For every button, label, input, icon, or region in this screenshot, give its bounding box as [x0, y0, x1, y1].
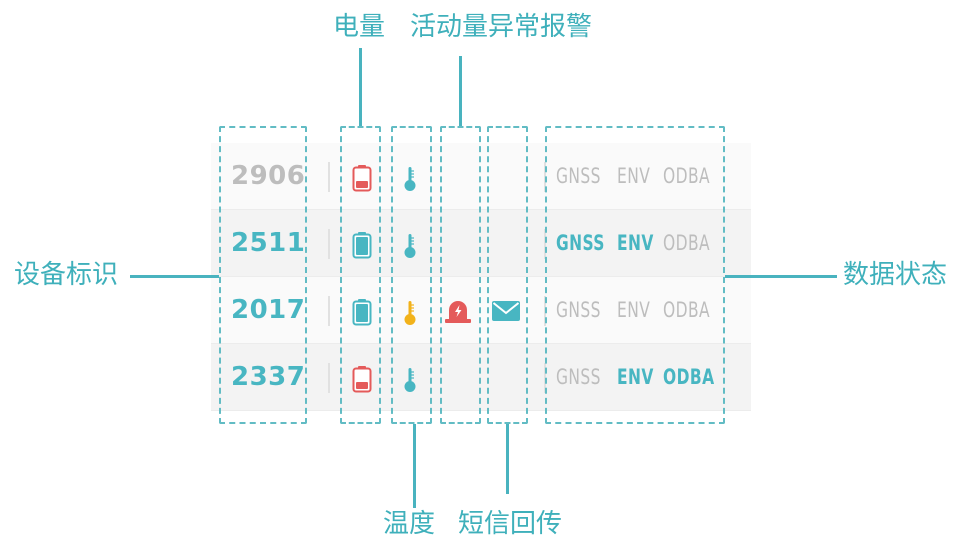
divider	[328, 363, 330, 393]
temperature-column-box	[391, 126, 432, 424]
temperature-label: 温度	[383, 509, 436, 539]
divider	[328, 296, 330, 326]
thermometer-icon	[404, 234, 416, 258]
data-status-label: 数据状态	[843, 260, 948, 290]
battery-leader-line	[359, 48, 362, 126]
divider	[328, 229, 330, 259]
tag-env: ENV	[617, 298, 651, 322]
battery-label: 电量	[333, 12, 386, 42]
tag-gnss: GNSS	[556, 365, 601, 389]
device-id-label: 设备标识	[14, 260, 119, 290]
device-table: 2906 GNSS ENV ODBA 2511	[211, 143, 751, 411]
tag-odba: ODBA	[663, 164, 710, 188]
tag-odba: ODBA	[663, 365, 715, 389]
temperature-leader-line	[413, 424, 416, 508]
mail-icon[interactable]	[492, 301, 520, 321]
alarm-column-box	[440, 126, 481, 424]
device-id: 2017	[231, 295, 306, 325]
data-status-leader-line	[725, 275, 837, 278]
battery-full-icon	[352, 299, 372, 326]
table-row[interactable]: 2511 GNSS ENV ODBA	[211, 210, 751, 277]
tag-odba: ODBA	[663, 298, 710, 322]
thermometer-icon	[404, 167, 416, 191]
thermometer-icon	[404, 368, 416, 392]
data-status-column-box	[545, 126, 725, 424]
tag-odba: ODBA	[663, 231, 710, 255]
battery-low-icon	[352, 165, 372, 192]
battery-low-icon	[352, 366, 372, 393]
tag-env: ENV	[617, 164, 651, 188]
tag-gnss: GNSS	[556, 164, 601, 188]
device-id: 2511	[231, 228, 306, 258]
sms-label: 短信回传	[458, 509, 563, 539]
table-row[interactable]: 2337 GNSS ENV ODBA	[211, 344, 751, 411]
divider	[328, 162, 330, 192]
battery-full-icon	[352, 232, 372, 259]
activity-alarm-label: 活动量异常报警	[410, 12, 593, 42]
device-id: 2337	[231, 362, 306, 392]
thermometer-high-icon	[404, 301, 416, 325]
device-id-leader-line	[130, 275, 219, 278]
tag-env: ENV	[617, 365, 654, 389]
table-row[interactable]: 2017 GNSS ENV ODBA	[211, 277, 751, 344]
device-id: 2906	[231, 161, 306, 191]
table-row[interactable]: 2906 GNSS ENV ODBA	[211, 143, 751, 210]
device-id-column-box	[219, 126, 307, 424]
alarm-leader-line	[459, 56, 462, 126]
alarm-icon[interactable]	[444, 298, 472, 324]
tag-env: ENV	[617, 231, 654, 255]
tag-gnss: GNSS	[556, 231, 605, 255]
sms-column-box	[487, 126, 528, 424]
battery-column-box	[340, 126, 381, 424]
tag-gnss: GNSS	[556, 298, 601, 322]
sms-leader-line	[506, 424, 509, 494]
